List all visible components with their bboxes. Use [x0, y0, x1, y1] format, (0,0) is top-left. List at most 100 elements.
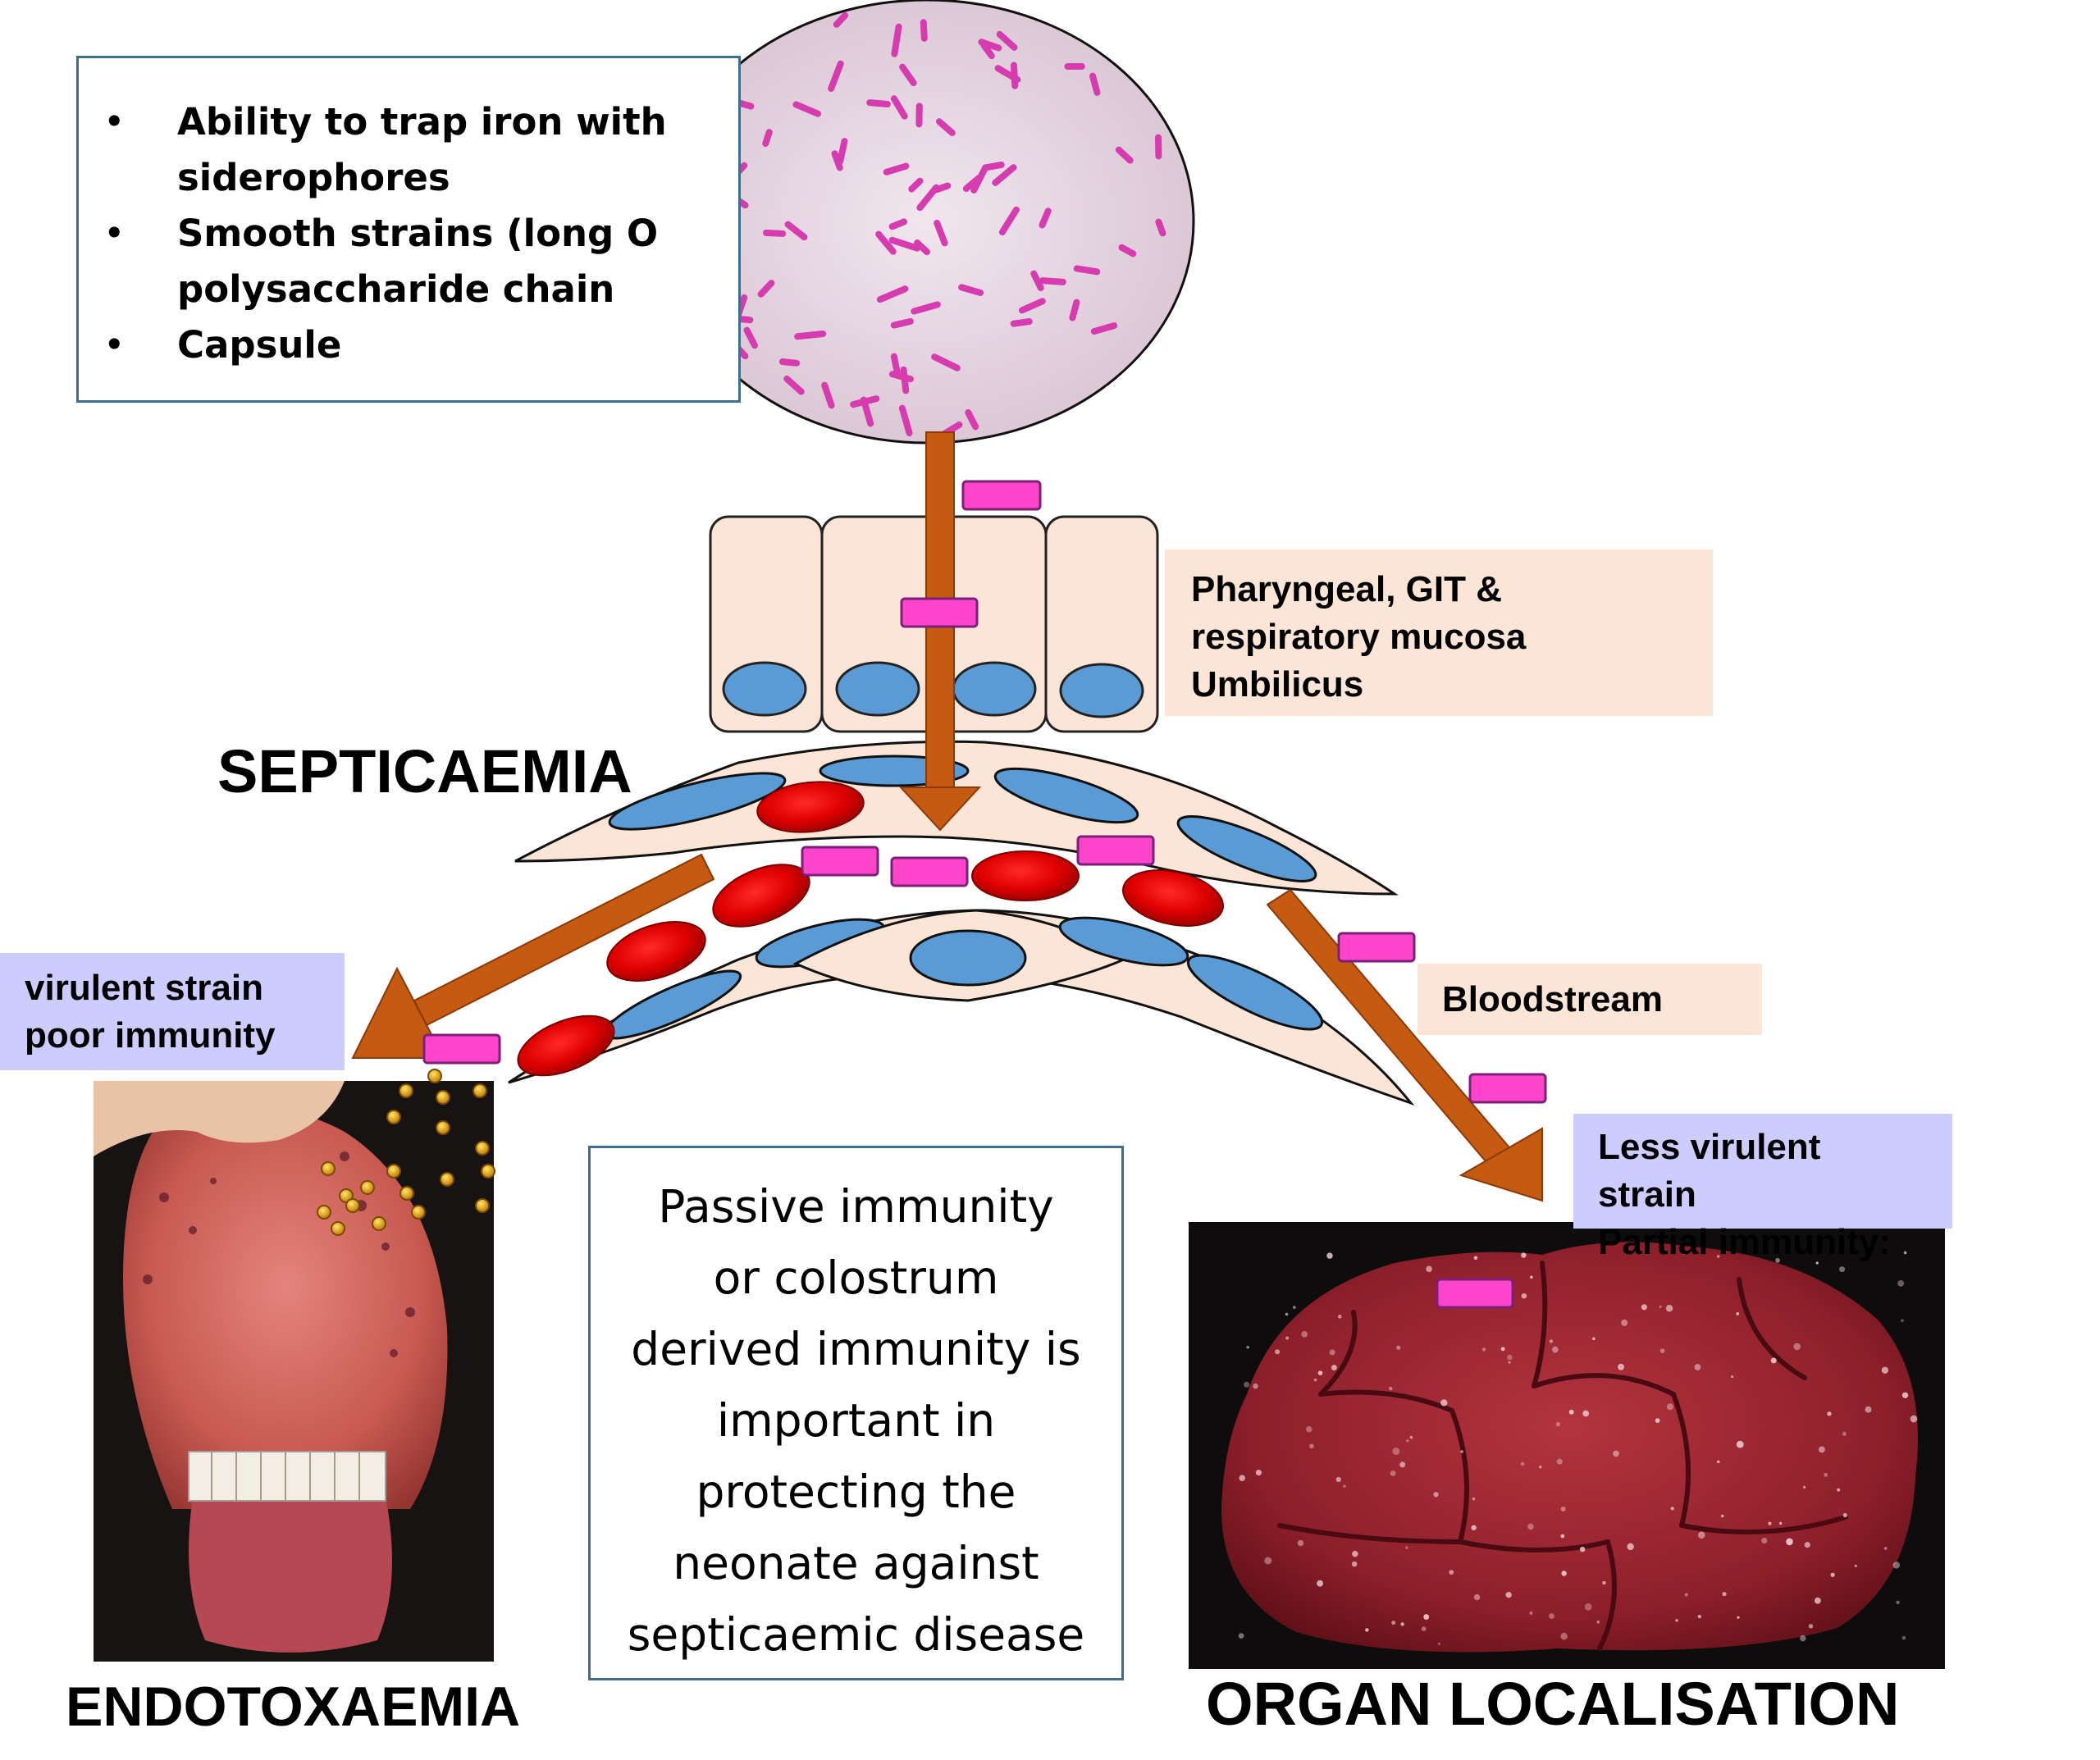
kidney-speck: [1473, 1256, 1478, 1261]
kidney-speck: [1697, 1615, 1701, 1619]
organ-localisation-photo: [1189, 1222, 1945, 1669]
kidney-speck: [1275, 1349, 1281, 1355]
virulence-factors-box: • Ability to trap iron with siderophores • S…: [76, 56, 741, 403]
virulence-factor-text: Capsule: [177, 323, 342, 367]
kidney-speck: [1800, 1635, 1806, 1642]
bacterial-rod: [920, 19, 928, 42]
less-virulent-label: Less virulent strain Partial immunity:: [1573, 1114, 1952, 1262]
kidney-speck: [1883, 1547, 1888, 1550]
virulence-factor-line: • Capsule: [79, 317, 738, 373]
kidney-speck: [1694, 1364, 1701, 1370]
bacterial-rod: [891, 23, 902, 57]
bacterial-rod: [792, 101, 822, 117]
kidney-speck: [1892, 1562, 1901, 1569]
kidney-speck: [1692, 1250, 1696, 1254]
bacterial-rod: [980, 42, 995, 60]
kidney-speck: [1618, 1363, 1624, 1370]
entry-site-line: Umbilicus: [1191, 664, 1364, 704]
kidney-speck: [1901, 1392, 1909, 1398]
bacterium: [900, 597, 979, 628]
kidney-speck: [1830, 1572, 1835, 1577]
endotoxin-dot: [386, 1110, 401, 1124]
kidney-speck: [1865, 1406, 1872, 1413]
kidney-speck: [1881, 1366, 1889, 1374]
kidney-speck: [1520, 1461, 1525, 1466]
bacterial-rod: [1010, 318, 1033, 327]
endotoxin-dot: [411, 1205, 426, 1220]
bacterial-rod: [875, 230, 897, 255]
bacterial-rod: [1115, 146, 1134, 164]
immunity-note-line: derived immunity is: [631, 1323, 1081, 1375]
bacterial-rod: [965, 408, 979, 431]
endotoxin-dot: [436, 1090, 450, 1105]
virulent-label-line: poor immunity: [25, 1015, 276, 1056]
virulence-factor-text: Smooth strains (long O: [177, 212, 659, 255]
kidney-speck: [1778, 1521, 1783, 1525]
endotoxin-dot: [440, 1172, 454, 1187]
virulence-factor-text: siderophores: [177, 156, 450, 199]
bacterial-rod: [1073, 265, 1101, 276]
kidney-speck: [1804, 1542, 1810, 1548]
bacterial-rod: [1064, 63, 1085, 71]
kidney-speck: [1471, 1525, 1477, 1530]
bacterial-rod: [850, 395, 880, 408]
virulence-factor-line: • Smooth strains (long O: [79, 206, 738, 262]
kidney-speck: [1409, 1435, 1413, 1439]
bacterium: [1468, 1073, 1547, 1104]
kidney-speck: [1627, 1543, 1634, 1551]
kidney-speck: [1721, 1514, 1724, 1518]
bacterial-rod: [821, 381, 835, 409]
kidney-speck: [1527, 1523, 1534, 1530]
kidney-speck: [1659, 1305, 1662, 1309]
bacterial-rod: [1039, 207, 1052, 229]
kidney-speck: [1659, 1348, 1665, 1354]
kidney-speck: [1449, 1570, 1454, 1575]
kidney-speck: [1837, 1488, 1841, 1492]
kidney-speck: [1529, 1611, 1533, 1615]
bacterial-rod: [982, 161, 1005, 171]
less-virulent-line: strain: [1598, 1174, 1696, 1215]
kidney-speck: [1827, 1411, 1832, 1416]
kidney-speck: [1255, 1469, 1262, 1476]
bacterial-rod: [888, 236, 921, 252]
bacterial-rod: [898, 404, 913, 437]
kidney-speck: [1883, 1249, 1888, 1254]
kidney-speck: [1335, 1476, 1341, 1483]
septicaemia-title: SEPTICAEMIA: [217, 737, 632, 805]
bacterial-rod: [783, 375, 805, 395]
kidney-speck: [1775, 1257, 1780, 1263]
virulent-strain-label: virulent strain poor immunity: [0, 953, 345, 1070]
bacterial-rod: [1039, 277, 1066, 285]
kidney-speck: [1842, 1512, 1847, 1518]
kidney-speck: [1472, 1497, 1476, 1501]
bacterial-rod: [911, 301, 941, 315]
blood-vessel: [508, 740, 1415, 1106]
kidney-speck: [1264, 1557, 1272, 1565]
kidney-speck: [1903, 1251, 1907, 1255]
kidney-speck: [1460, 1450, 1463, 1453]
bacterial-rod: [998, 206, 1020, 236]
kidney-speck: [1736, 1311, 1740, 1315]
endotoxin-dot: [481, 1164, 495, 1179]
kidney-speck: [1343, 1484, 1346, 1488]
kidney-speck: [1786, 1538, 1793, 1546]
kidney-speck: [1389, 1386, 1393, 1391]
immunity-note-line: neonate against: [673, 1537, 1039, 1589]
endotoxin-dot: [399, 1186, 414, 1201]
kidney-speck: [1521, 1293, 1527, 1299]
bacterium: [801, 846, 879, 877]
kidney-speck: [1507, 1354, 1513, 1361]
kidney-speck: [1331, 1365, 1337, 1370]
kidney-speck: [1326, 1252, 1333, 1259]
kidney-speck: [1555, 1421, 1561, 1427]
kidney-speck: [1854, 1564, 1857, 1568]
bacterial-rod: [866, 99, 891, 108]
kidney-speck: [1549, 1339, 1554, 1343]
bacterial-rod: [931, 353, 961, 372]
kidney-speck: [1901, 1635, 1906, 1640]
bullet-icon: •: [103, 323, 126, 367]
bullet-icon: •: [103, 212, 126, 255]
kidney-speck: [1716, 1255, 1720, 1258]
bacterial-rod: [888, 371, 914, 383]
virulence-factor-text: Ability to trap iron with: [177, 100, 667, 144]
